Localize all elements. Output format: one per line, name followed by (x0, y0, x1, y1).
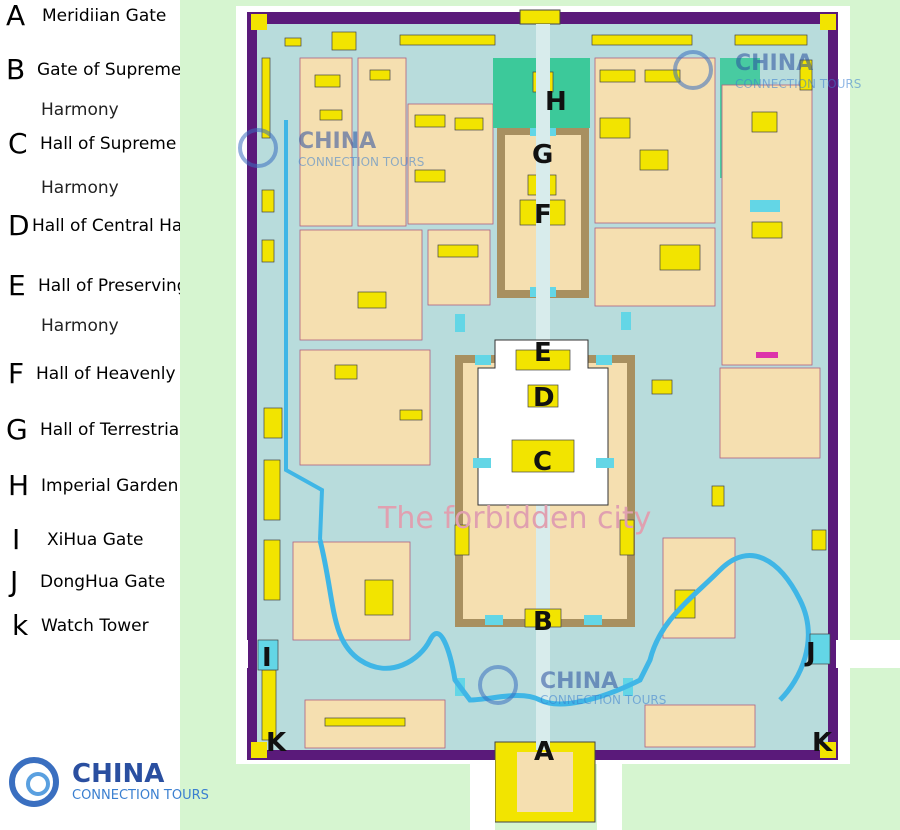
legend-label: Hall of Supreme (40, 134, 177, 154)
legend-label-continued: Harmony (41, 316, 119, 336)
marker-d: D (533, 383, 555, 413)
legend-key-k: k (12, 609, 29, 642)
legend-label: XiHua Gate (47, 530, 144, 550)
corner-towers (251, 14, 836, 758)
legend-label: Hall of Preserving (38, 276, 188, 296)
marker-f: F (534, 200, 552, 230)
legend-key-d: D (8, 209, 30, 242)
watermark-logo-top: CHINA CONNECTION TOURS (673, 50, 861, 91)
svg-text:CONNECTION TOURS: CONNECTION TOURS (540, 693, 666, 707)
svg-text:CHINA: CHINA (72, 759, 164, 789)
xihua-gate (257, 639, 279, 671)
marker-g: G (532, 140, 553, 170)
legend-key-e: E (8, 269, 26, 302)
marker-j: J (804, 638, 816, 668)
inner-river (317, 539, 811, 707)
svg-text:CHINA: CHINA (540, 669, 618, 694)
legend-label: Watch Tower (41, 616, 149, 636)
brand-logo: CHINA CONNECTION TOURS (9, 757, 209, 807)
marker-k-left: K (266, 728, 287, 758)
legend-label-continued: Harmony (41, 178, 119, 198)
svg-text:CONNECTION TOURS: CONNECTION TOURS (298, 155, 424, 169)
legend-label-continued: Harmony (41, 100, 119, 120)
legend-key-i: I (12, 523, 21, 556)
legend-key-f: F (8, 357, 25, 390)
marker-a: A (534, 737, 554, 767)
svg-text:CHINA: CHINA (298, 129, 376, 154)
north-gate (519, 9, 561, 25)
svg-text:CONNECTION TOURS: CONNECTION TOURS (735, 77, 861, 91)
legend-key-g: G (6, 413, 28, 446)
legend-key-j: J (10, 565, 19, 598)
legend-label: DongHua Gate (40, 572, 166, 592)
marker-b: B (533, 607, 553, 637)
watermark-logo-mid: CHINA CONNECTION TOURS (238, 128, 424, 169)
map-caption: The forbidden city (377, 501, 651, 536)
marker-i: I (262, 643, 272, 673)
svg-text:CONNECTION TOURS: CONNECTION TOURS (72, 788, 209, 803)
legend-key-a: A (6, 0, 26, 32)
three-halls-terrace (477, 339, 609, 506)
legend-label: Gate of Supreme (37, 60, 182, 80)
watermark-logo-bottom: CHINA CONNECTION TOURS (478, 665, 666, 707)
marker-e: E (534, 338, 552, 368)
marker-c: C (533, 447, 552, 477)
donghua-gate (809, 633, 831, 665)
marker-h: H (545, 87, 567, 117)
svg-text:CHINA: CHINA (735, 51, 813, 76)
legend-key-b: B (6, 53, 26, 86)
legend-label: Meridiian Gate (42, 6, 167, 26)
legend-label: Imperial Garden (41, 476, 179, 496)
northeast-palaces (594, 57, 821, 639)
legend-key-h: H (8, 469, 30, 502)
legend-key-c: C (8, 127, 28, 160)
northwest-palaces (299, 57, 494, 466)
marker-k-right: K (812, 728, 833, 758)
